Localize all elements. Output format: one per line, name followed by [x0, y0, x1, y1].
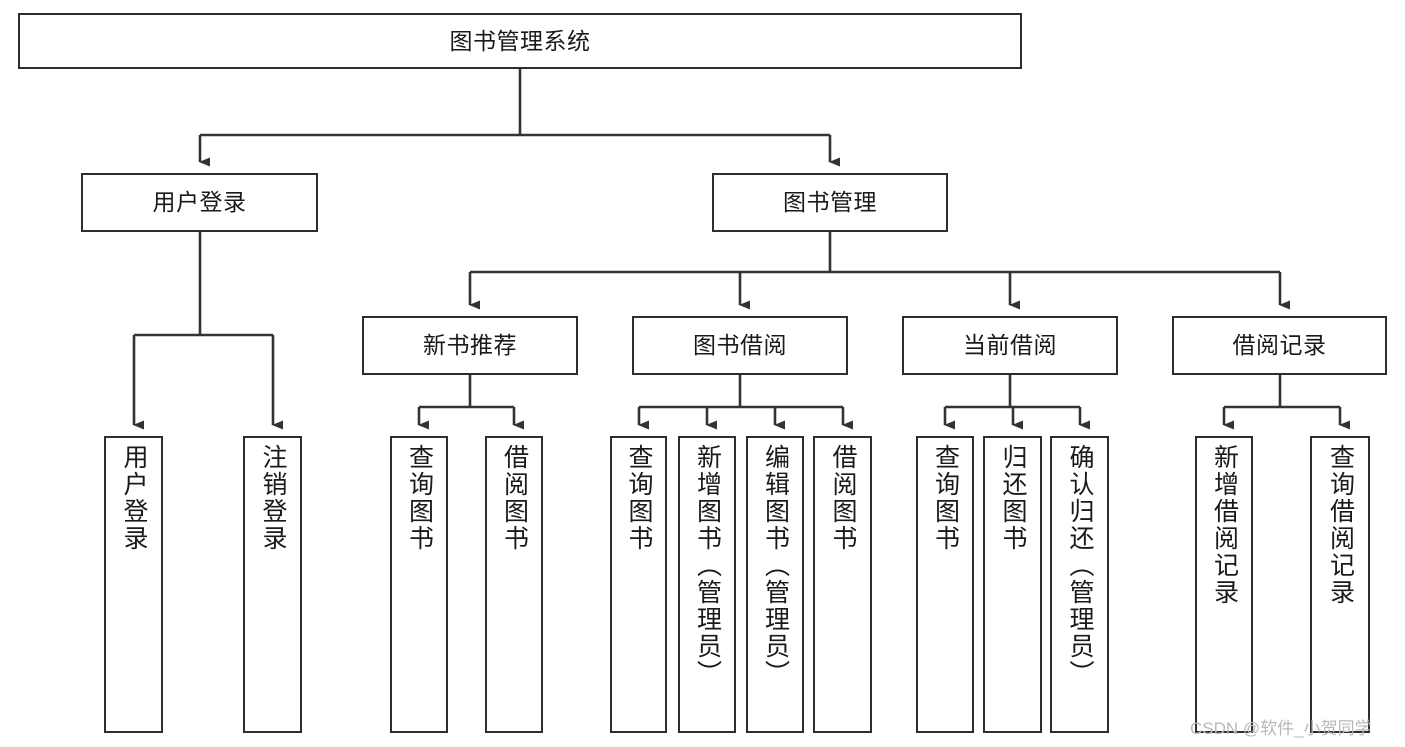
node-leaf-query-book-3[interactable]: 查询图书: [916, 436, 974, 733]
node-label: 查询图书: [931, 444, 960, 552]
node-user-login[interactable]: 用户登录: [81, 173, 318, 232]
node-label: 用户登录: [120, 444, 148, 552]
node-label: 新书推荐: [423, 332, 517, 359]
node-label: 用户登录: [152, 189, 247, 216]
node-label: 新增借阅记录: [1210, 444, 1239, 606]
node-label: 图书管理系统: [449, 27, 591, 54]
node-leaf-query-record[interactable]: 查询借阅记录: [1310, 436, 1370, 733]
node-current-borrow[interactable]: 当前借阅: [902, 316, 1118, 375]
node-label: 新增图书（管理员）: [693, 444, 722, 687]
node-leaf-return-book[interactable]: 归还图书: [983, 436, 1042, 733]
node-label: 查询图书: [625, 444, 653, 552]
node-label: 编辑图书（管理员）: [761, 444, 790, 687]
node-label: 确认归还（管理员）: [1066, 444, 1094, 687]
node-leaf-user-login[interactable]: 用户登录: [104, 436, 163, 733]
node-borrow-record[interactable]: 借阅记录: [1172, 316, 1387, 375]
node-label: 归还图书: [999, 444, 1027, 552]
csdn-watermark: CSDN @软件_小贺同学: [1190, 719, 1372, 738]
node-leaf-confirm-return[interactable]: 确认归还（管理员）: [1050, 436, 1109, 733]
node-new-book-recommend[interactable]: 新书推荐: [362, 316, 578, 375]
node-leaf-edit-book[interactable]: 编辑图书（管理员）: [746, 436, 804, 733]
node-label: 借阅记录: [1232, 332, 1327, 359]
node-label: 查询图书: [405, 444, 434, 552]
node-label: 借阅图书: [500, 444, 529, 552]
node-leaf-add-record[interactable]: 新增借阅记录: [1195, 436, 1253, 733]
node-book-management[interactable]: 图书管理: [712, 173, 948, 232]
node-label: 当前借阅: [963, 332, 1057, 359]
node-leaf-query-book-1[interactable]: 查询图书: [390, 436, 448, 733]
node-leaf-borrow-book-2[interactable]: 借阅图书: [813, 436, 872, 733]
node-leaf-query-book-2[interactable]: 查询图书: [610, 436, 667, 733]
node-label: 查询借阅记录: [1326, 444, 1355, 606]
node-label: 注销登录: [259, 444, 287, 552]
node-book-borrow[interactable]: 图书借阅: [632, 316, 848, 375]
node-leaf-logout[interactable]: 注销登录: [243, 436, 302, 733]
node-label: 借阅图书: [829, 444, 857, 552]
node-leaf-add-book[interactable]: 新增图书（管理员）: [678, 436, 736, 733]
node-label: 图书借阅: [693, 332, 787, 359]
node-leaf-borrow-book-1[interactable]: 借阅图书: [485, 436, 543, 733]
node-root[interactable]: 图书管理系统: [18, 13, 1022, 69]
node-label: 图书管理: [783, 189, 877, 216]
